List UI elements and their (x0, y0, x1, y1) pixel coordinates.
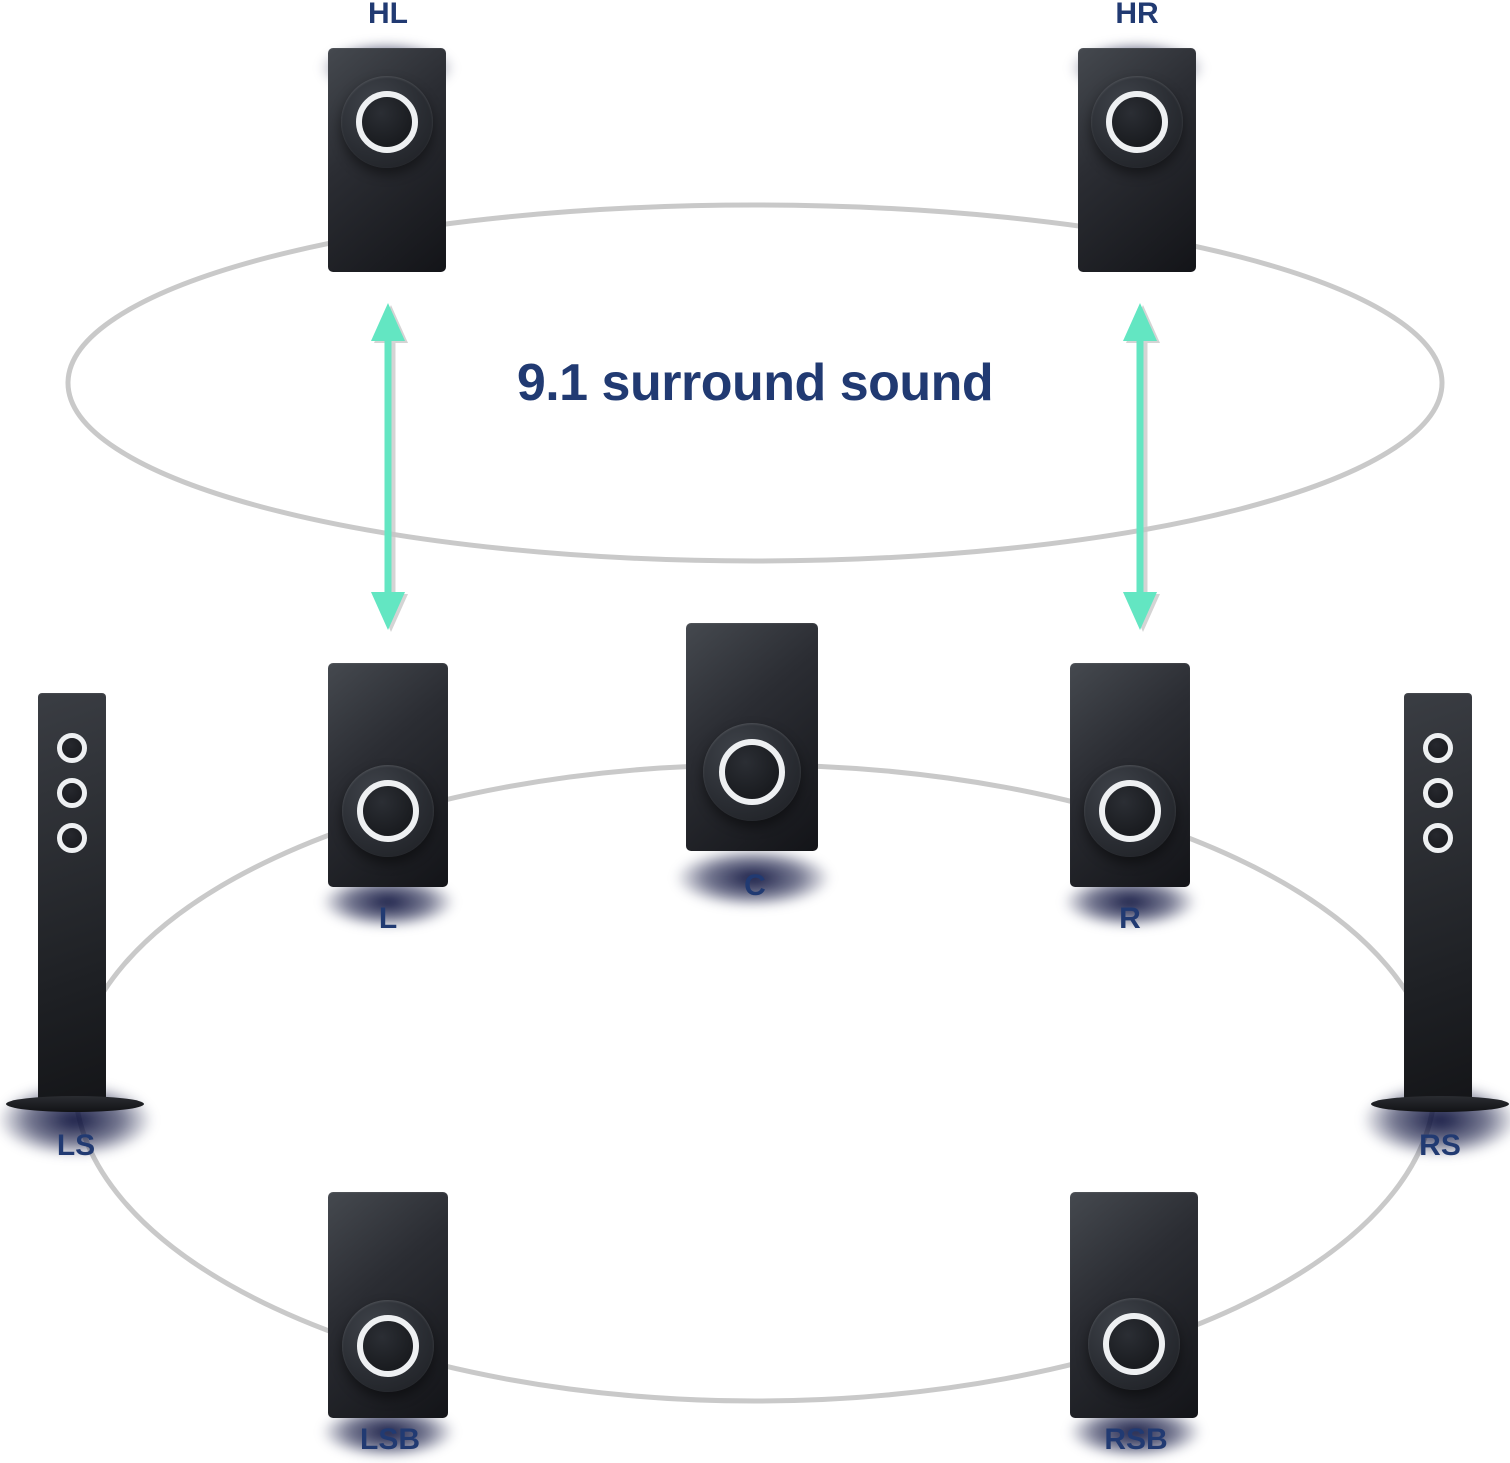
speaker-r (1070, 663, 1190, 887)
height-link-arrow-right (1123, 303, 1157, 630)
tower-base (6, 1096, 144, 1112)
tower-driver-ring (57, 823, 87, 853)
speaker-label-lsb: LSB (360, 1423, 420, 1456)
tower-body (38, 693, 106, 1105)
tower-body (1404, 693, 1472, 1105)
height-link-arrow-left (371, 303, 405, 630)
speaker-driver (1084, 765, 1176, 857)
tower-base (1371, 1096, 1509, 1112)
speaker-label-rs: RS (1419, 1129, 1461, 1162)
speaker-label-l: L (378, 902, 398, 935)
tower-driver-ring (1423, 778, 1453, 808)
height-ring-ellipse (65, 202, 1445, 564)
tower-driver-ring (1423, 823, 1453, 853)
speaker-driver (342, 765, 434, 857)
speaker-driver (1088, 1298, 1180, 1390)
speaker-driver (1091, 76, 1183, 168)
floor-shadow-c (648, 838, 858, 918)
tower-driver-ring (1423, 733, 1453, 763)
tower-driver-ring (57, 733, 87, 763)
speaker-lsb (328, 1192, 448, 1418)
speaker-hl (328, 48, 446, 272)
driver-ring (356, 91, 418, 153)
driver-ring (357, 1315, 419, 1377)
speaker-label-hl: HL (368, 0, 408, 30)
speaker-hr (1078, 48, 1196, 272)
speaker-driver (341, 76, 433, 168)
speaker-rs (1371, 693, 1509, 1123)
speaker-driver (342, 1300, 434, 1392)
speaker-label-ls: LS (56, 1129, 96, 1162)
speaker-label-hr: HR (1115, 0, 1159, 30)
tower-driver-ring (57, 778, 87, 808)
diagram-title: 9.1 surround sound (516, 354, 994, 412)
speaker-label-r: R (1119, 902, 1141, 935)
speaker-c (686, 623, 818, 851)
driver-ring (1106, 91, 1168, 153)
driver-ring (719, 739, 785, 805)
speaker-rsb (1070, 1192, 1198, 1418)
speaker-ls (6, 693, 144, 1123)
driver-ring (1099, 780, 1161, 842)
driver-ring (1103, 1313, 1165, 1375)
speaker-driver (703, 723, 801, 821)
speaker-l (328, 663, 448, 887)
driver-ring (357, 780, 419, 842)
speaker-label-rsb: RSB (1104, 1423, 1168, 1456)
speaker-label-c: C (744, 869, 766, 902)
